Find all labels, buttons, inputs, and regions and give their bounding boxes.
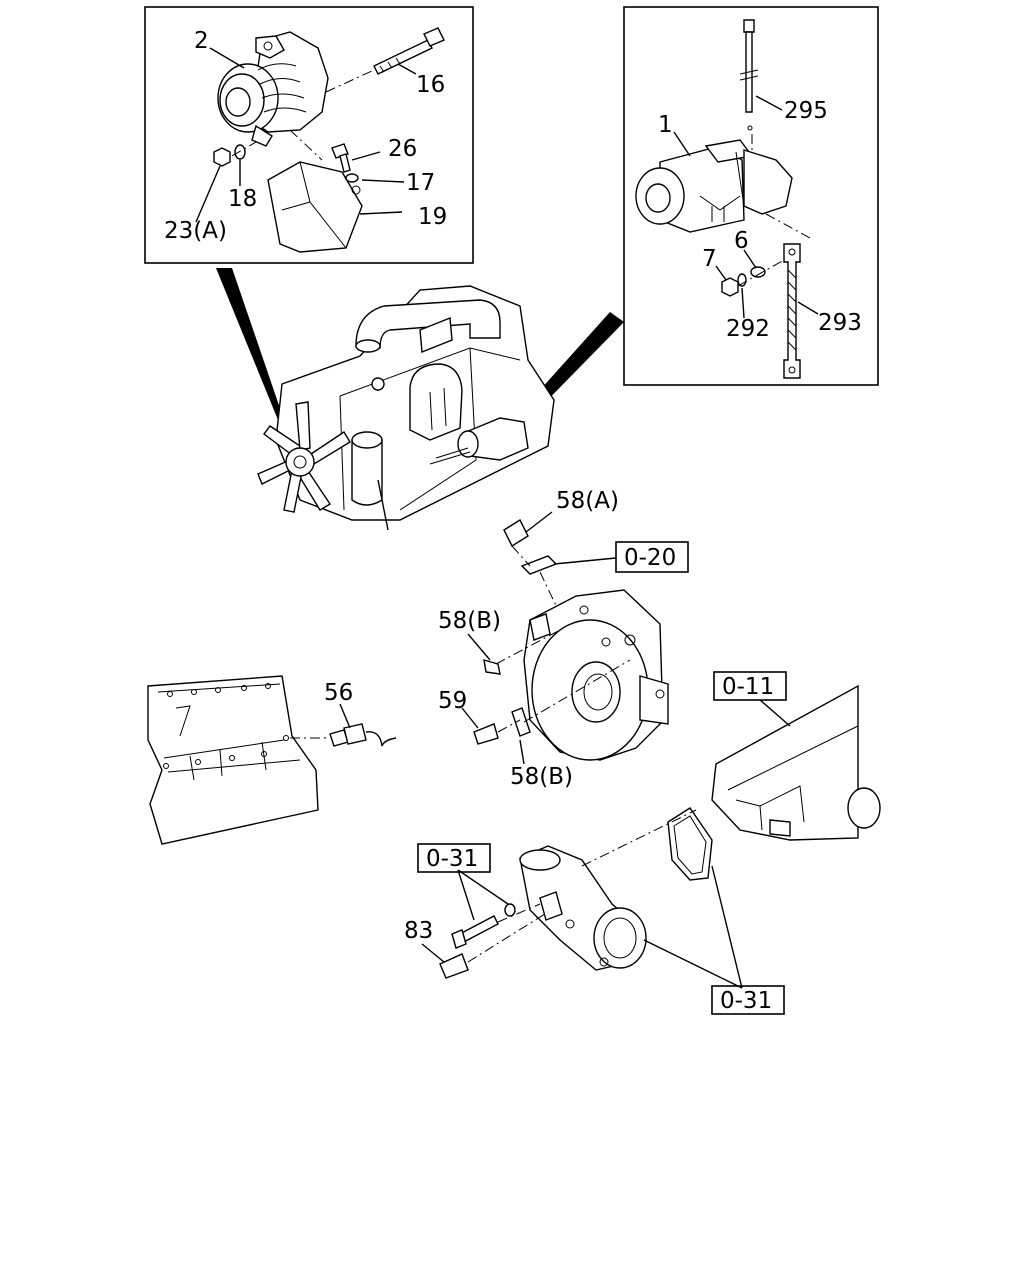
label-6: 6: [734, 228, 749, 254]
engine-assembly: [257, 285, 555, 531]
label-2: 2: [194, 28, 209, 54]
alternator-callout-pointer: [216, 268, 284, 420]
label-59: 59: [438, 688, 467, 714]
flywheel-housing-group: 58(A) 58(B) 59 58(B) 0-20: [438, 488, 689, 790]
flywheel-housing: [523, 589, 669, 761]
label-295: 295: [784, 98, 828, 124]
cooling-manifold-group: 0-11 0-31 0-31 83: [404, 671, 881, 1015]
plug: [439, 953, 469, 979]
washer-6: [750, 266, 766, 278]
label-292: 292: [726, 316, 770, 342]
starter-inset: 295 1 6 7 292 293: [623, 6, 879, 386]
plate-58b-top: [483, 659, 501, 675]
alternator: [217, 31, 329, 147]
nut-7: [721, 277, 739, 297]
label-7: 7: [702, 246, 717, 272]
bolt-16: [325, 27, 445, 93]
label-19: 19: [418, 204, 447, 230]
ground-strap-293: [783, 243, 801, 379]
label-58a: 58(A): [556, 488, 619, 514]
plate-0-20: [520, 555, 558, 575]
washer-17: [345, 173, 359, 183]
label-293: 293: [818, 310, 862, 336]
washer: [504, 903, 516, 917]
bracket-19: [267, 161, 363, 253]
ref-box-0-31-right: [711, 985, 785, 1015]
wire-295: [739, 19, 759, 131]
gasket: [667, 807, 713, 881]
plate-58b-bottom: [511, 707, 531, 737]
washer-18: [234, 144, 246, 160]
nut-23a: [213, 147, 231, 167]
starter-inset-frame: [623, 6, 879, 386]
label-58b-top: 58(B): [438, 608, 501, 634]
label-17: 17: [406, 170, 435, 196]
alternator-inset: 2 16 26 17 18 19 23(A): [144, 6, 474, 264]
plate-58a: [503, 518, 529, 548]
sensor-56: [329, 723, 397, 747]
ref-0-20: 0-20: [624, 545, 676, 571]
thermostat-housing: [519, 845, 647, 971]
label-23a: 23(A): [164, 218, 227, 244]
label-56: 56: [324, 680, 353, 706]
label-83: 83: [404, 918, 433, 944]
label-18: 18: [228, 186, 257, 212]
ref-box-0-11: [713, 671, 787, 701]
alternator-inset-frame: [144, 6, 474, 264]
bolt-26: [331, 143, 351, 173]
label-1: 1: [658, 112, 673, 138]
bolt-59: [473, 723, 499, 745]
starter-motor: [635, 134, 811, 239]
ref-0-31-right: 0-31: [720, 988, 772, 1014]
label-26: 26: [388, 136, 417, 162]
label-16: 16: [416, 72, 445, 98]
ref-0-11: 0-11: [722, 674, 774, 700]
cooling-fan: [257, 401, 351, 513]
ref-box-0-31-left: [417, 843, 491, 873]
ref-0-31-left: 0-31: [426, 846, 478, 872]
label-58b-bottom: 58(B): [510, 764, 573, 790]
ref-box-0-20: [615, 541, 689, 573]
oil-pan-group: 56: [147, 675, 397, 845]
